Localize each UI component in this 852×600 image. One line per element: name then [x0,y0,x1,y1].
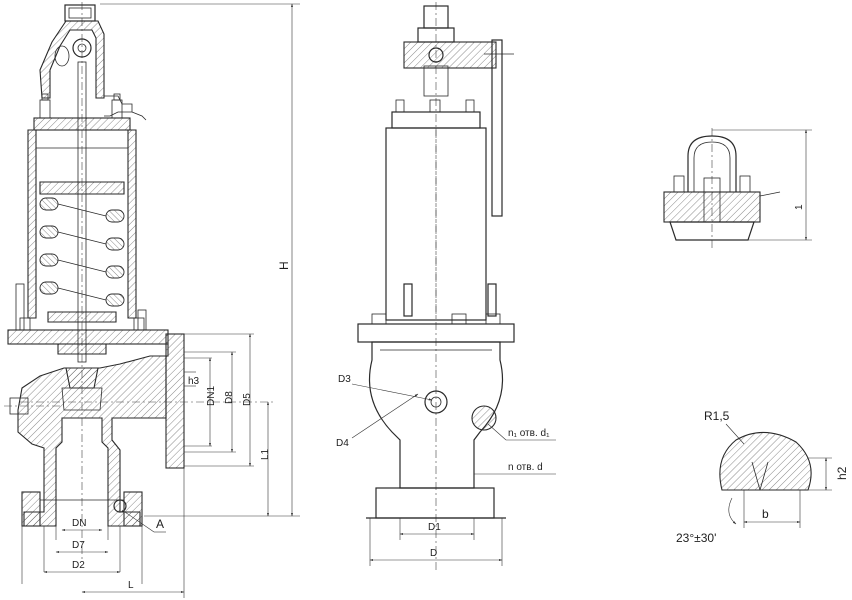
label-D: D [430,548,437,559]
label-DN: DN [72,518,86,529]
label-h2: h2 [835,466,849,480]
label-D4: D4 [336,438,349,449]
seal-section-detail [719,423,832,528]
spring-coils [39,197,125,307]
middle-front-view [351,2,556,570]
label-L1: L1 [260,448,271,460]
label-L: L [128,580,134,591]
label-D7: D7 [72,540,85,551]
label-H: H [277,261,291,270]
label-b: b [762,507,769,521]
label-DN1: DN1 [206,386,217,406]
dimension-labels: H h3 DN1 D8 D5 L1 A DN D7 D2 L D3 D4 n₁ … [72,204,849,591]
label-D5: D5 [242,393,253,406]
label-h3: h3 [188,376,200,387]
label-D3: D3 [338,374,351,385]
label-D8: D8 [224,391,235,404]
label-angle: 23°±30' [676,531,716,545]
left-section-view [4,2,300,598]
label-R15: R1,5 [704,409,730,423]
label-A: A [156,517,164,531]
label-D1: D1 [428,522,441,533]
top-right-detail [663,128,812,250]
label-one: 1 [794,204,805,210]
label-D2: D2 [72,560,85,571]
label-n1-holes: n₁ отв. d₁ [508,428,550,439]
label-n-holes: n отв. d [508,462,543,473]
